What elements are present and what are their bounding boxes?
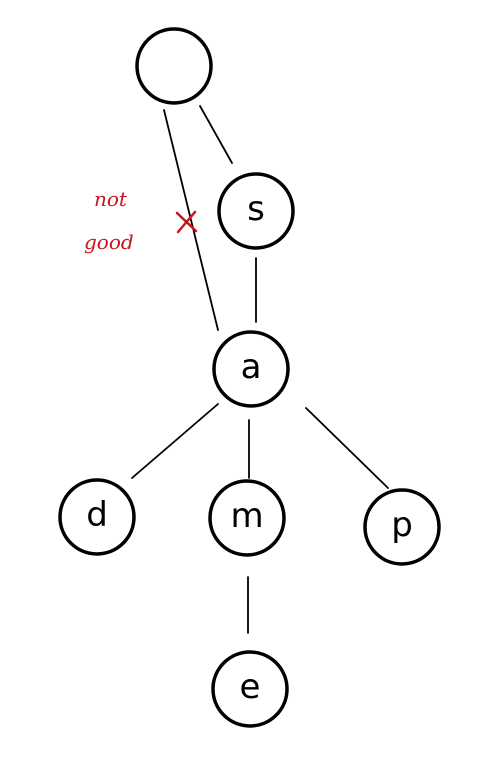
node-m: m <box>208 479 286 557</box>
cross-mark-icon <box>175 210 198 234</box>
node-e: e <box>211 650 289 728</box>
node-p: p <box>363 488 441 566</box>
node-d: d <box>58 478 136 556</box>
node-a-label: a <box>241 347 262 387</box>
annotation-line2: good <box>84 230 134 254</box>
edge-root-a <box>163 109 219 331</box>
annotation-line1: not <box>94 187 128 211</box>
node-s: s <box>217 172 295 250</box>
edge-a-p <box>305 407 389 489</box>
edge-root-s <box>199 105 233 164</box>
node-s-label: s <box>247 189 265 229</box>
node-m-label: m <box>230 496 263 536</box>
node-a: a <box>212 330 290 408</box>
node-d-label: d <box>86 495 108 535</box>
edge-a-d <box>131 403 219 479</box>
node-p-label: p <box>391 505 413 545</box>
node-e-label: e <box>240 667 261 707</box>
node-root <box>135 27 213 105</box>
